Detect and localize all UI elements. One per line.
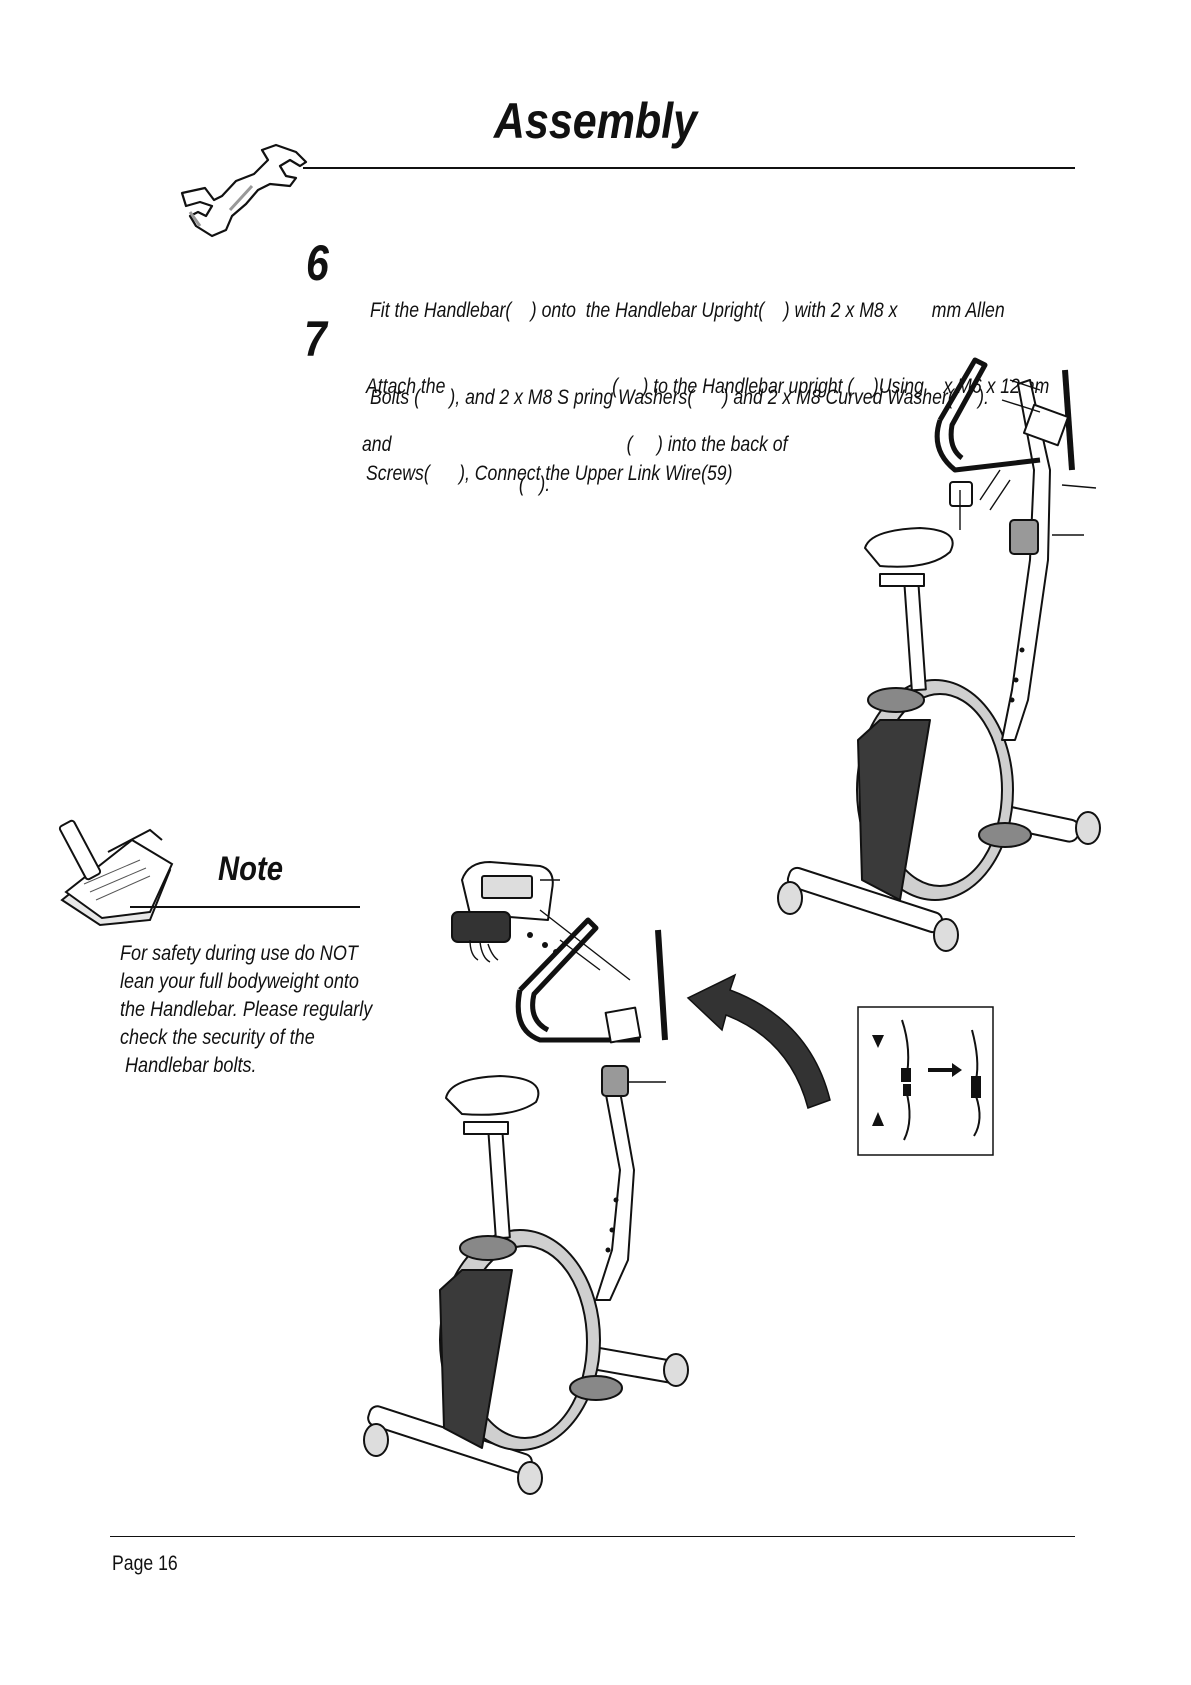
step-7-number: 7: [304, 311, 327, 367]
step-6-number: 6: [306, 235, 329, 291]
step-7-text-cont-2: ( ).: [362, 412, 550, 528]
step-7-text-cont: and ( ) into the back of: [362, 372, 787, 488]
note-text: For safety during use do NOT lean your f…: [120, 940, 395, 1080]
title-divider: [303, 167, 1075, 169]
note-divider: [130, 906, 360, 908]
step-7-line-2: Screws( ), Connect the Upper Link Wire(5…: [366, 462, 733, 485]
step-7-line-4: ( ).: [362, 473, 551, 496]
step-6-line-1: Fit the Handlebar( ) onto the Handlebar …: [370, 299, 1005, 322]
note-heading: Note: [218, 850, 283, 888]
note-line-2: lean your full bodyweight onto: [120, 970, 359, 993]
page-title: Assembly: [493, 93, 698, 149]
footer-divider: [110, 1536, 1075, 1537]
note-line-4: check the security of the: [120, 1026, 315, 1049]
step-7-text: Attach the ( ) to the Handlebar upright …: [366, 314, 1049, 517]
note-line-3: the Handlebar. Please regularly: [120, 998, 373, 1021]
note-line-1: For safety during use do NOT: [120, 942, 358, 965]
step-7-line-3: and ( ) into the back of: [362, 433, 788, 456]
page-number: Page 16: [112, 1552, 178, 1575]
note-line-5: Handlebar bolts.: [120, 1054, 257, 1077]
